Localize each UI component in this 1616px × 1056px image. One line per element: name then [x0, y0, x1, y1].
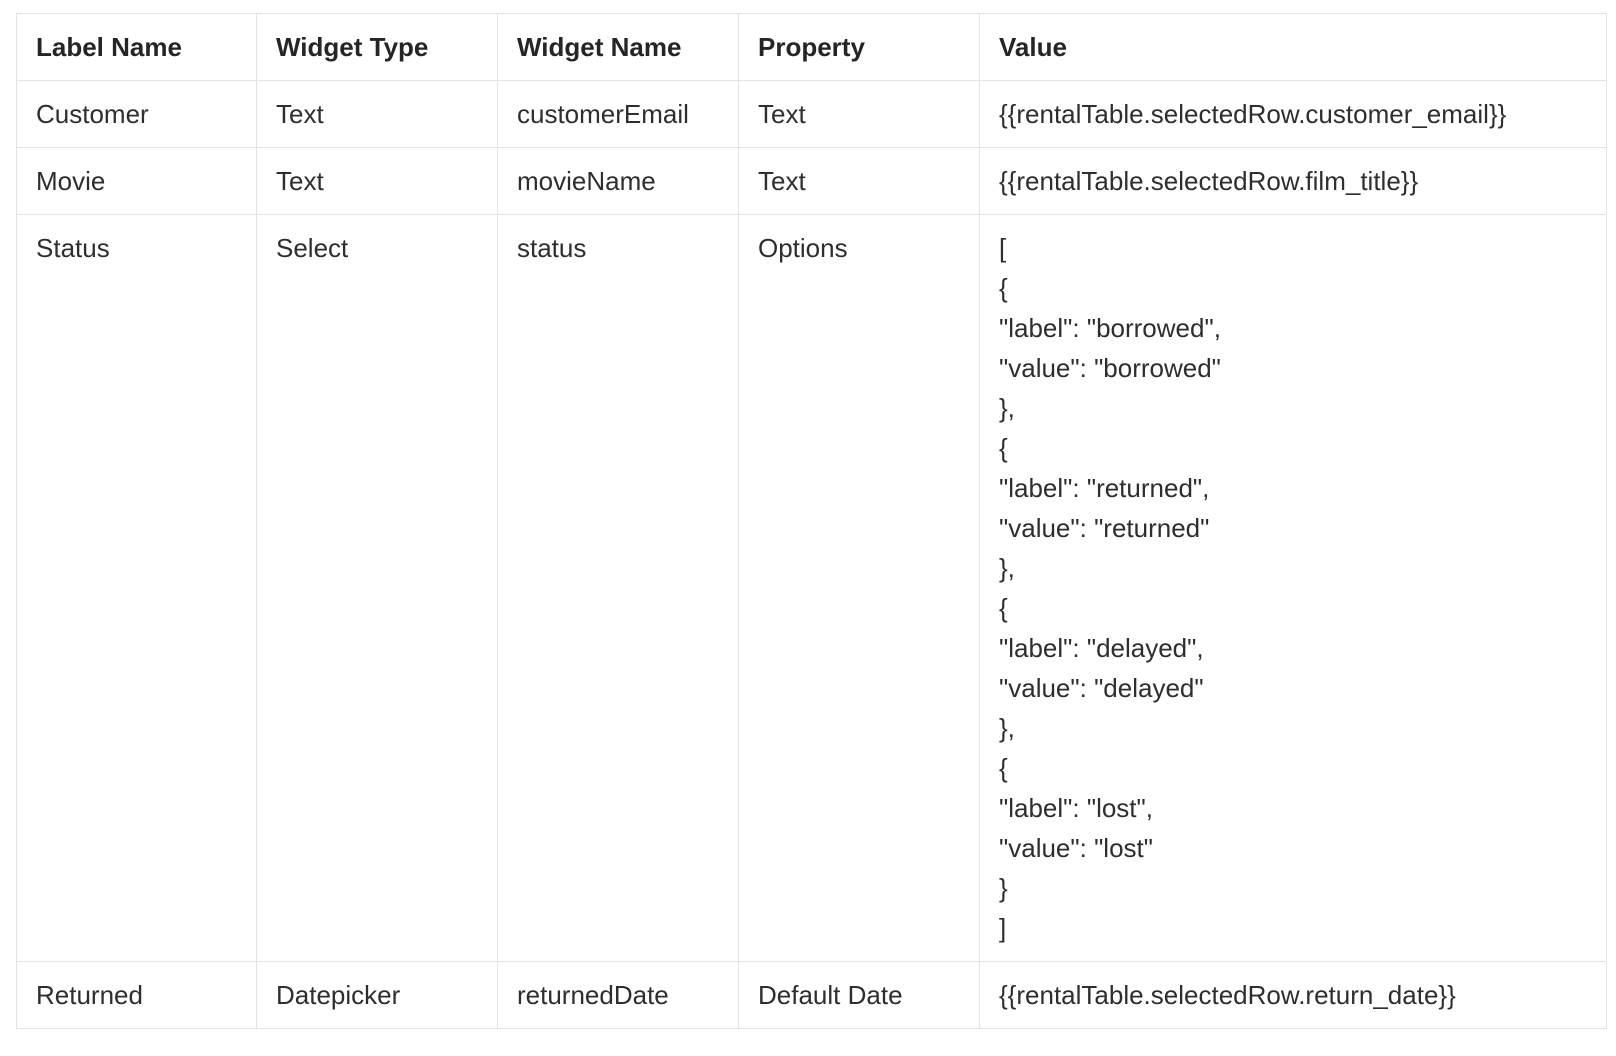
cell-label-name: Status	[16, 214, 257, 962]
column-header-property: Property	[738, 13, 980, 81]
cell-label-name: Movie	[16, 147, 257, 215]
widget-properties-table: Label Name Widget Type Widget Name Prope…	[16, 13, 1607, 1029]
column-header-label-name: Label Name	[16, 13, 257, 81]
cell-widget-name: customerEmail	[497, 80, 739, 148]
cell-value: {{rentalTable.selectedRow.return_date}}	[979, 961, 1607, 1029]
cell-label-name: Customer	[16, 80, 257, 148]
cell-property: Options	[738, 214, 980, 962]
column-header-value: Value	[979, 13, 1607, 81]
table-row-movie: Movie Text movieName Text {{rentalTable.…	[16, 147, 1607, 215]
cell-widget-type: Text	[256, 147, 498, 215]
cell-property: Default Date	[738, 961, 980, 1029]
cell-widget-type: Datepicker	[256, 961, 498, 1029]
cell-widget-name: status	[497, 214, 739, 962]
cell-widget-name: movieName	[497, 147, 739, 215]
table-row-status: Status Select status Options [ { "label"…	[16, 214, 1607, 962]
cell-widget-type: Text	[256, 80, 498, 148]
column-header-widget-type: Widget Type	[256, 13, 498, 81]
header-row: Label Name Widget Type Widget Name Prope…	[16, 13, 1607, 81]
cell-widget-name: returnedDate	[497, 961, 739, 1029]
cell-value: {{rentalTable.selectedRow.customer_email…	[979, 80, 1607, 148]
cell-label-name: Returned	[16, 961, 257, 1029]
cell-property: Text	[738, 147, 980, 215]
table-row-customer: Customer Text customerEmail Text {{renta…	[16, 80, 1607, 148]
cell-value-options-json: [ { "label": "borrowed", "value": "borro…	[979, 214, 1607, 962]
cell-property: Text	[738, 80, 980, 148]
column-header-widget-name: Widget Name	[497, 13, 739, 81]
cell-value: {{rentalTable.selectedRow.film_title}}	[979, 147, 1607, 215]
cell-widget-type: Select	[256, 214, 498, 962]
table-row-returned: Returned Datepicker returnedDate Default…	[16, 961, 1607, 1029]
